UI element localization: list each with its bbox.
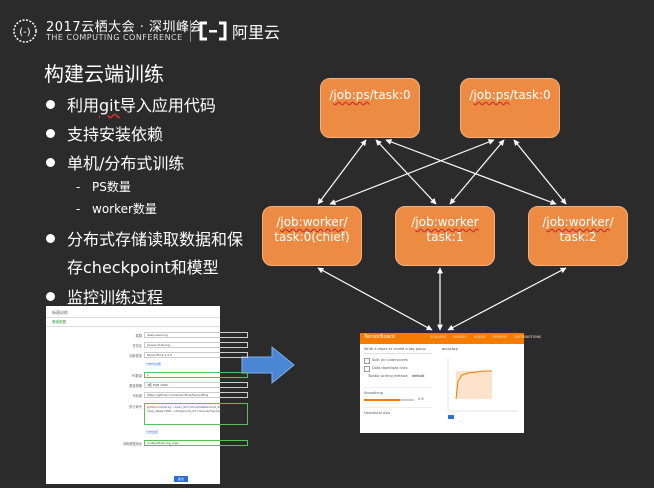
tab-distributions[interactable]: DISTRIBUTIONS — [514, 335, 542, 339]
bullet-dot — [46, 158, 55, 167]
split-underscores-checkbox[interactable] — [364, 358, 370, 364]
tab-images[interactable]: IMAGES — [453, 335, 467, 339]
aliyun-brand-name: 阿里云 — [232, 23, 281, 42]
tab-audio[interactable]: AUDIO — [473, 335, 486, 339]
sub-bullet-ps-count: -PS数量 — [76, 180, 131, 194]
bullet-distributed-storage: 分布式存储读取数据和保 — [46, 226, 243, 250]
sub-bullet-worker-count: -worker数量 — [76, 202, 157, 216]
tensorboard-toolbar: TensorBoard SCALARS IMAGES AUDIO GRAPHS … — [360, 333, 541, 344]
ps-node-0: /job:ps/task:0 — [320, 78, 420, 138]
form-command-textarea[interactable]: python mnist.py --train_dir=/cloud/data/… — [144, 403, 248, 425]
bullet-git-import: 利用git导入应用代码 — [46, 92, 216, 116]
form-title: 新建训练 — [52, 310, 68, 315]
form-field-label: 训练数据地址 — [122, 442, 142, 446]
data-download-label: Data download links — [372, 366, 408, 370]
data-download-checkbox[interactable] — [364, 366, 370, 372]
slide-title: 构建云端训练 — [44, 62, 164, 86]
tooltip-sorting-label: Tooltip sorting method: — [368, 374, 409, 378]
form-field-input[interactable]: /output/training_logs — [144, 440, 248, 446]
edge-ps1-worker2 — [513, 139, 567, 205]
tensorboard-screenshot: TensorBoard SCALARS IMAGES AUDIO GRAPHS … — [360, 333, 541, 433]
smoothing-value[interactable]: 0.6 — [418, 397, 424, 401]
form-field-label: 集群 — [135, 334, 142, 338]
form-field-input[interactable]: 4核 8GB 1GPU — [144, 382, 248, 388]
worker-node-2: /job:worker/ task:2 — [528, 206, 628, 266]
edge-ps1-worker1 — [449, 139, 505, 205]
bullet-dependencies: 支持安装依赖 — [46, 121, 163, 145]
form-field-label: 训练框架 — [129, 354, 142, 358]
bullet-distributed-storage-line2: 存checkpoint和模型 — [67, 258, 219, 277]
ps-node-1: /job:ps/task:0 — [460, 78, 560, 138]
chart-title: accuracy — [442, 347, 458, 351]
form-field-label: 执行命令 — [129, 405, 142, 409]
yunqi-logo-icon: (-) — [13, 19, 37, 43]
tensorboard-tabs: SCALARS IMAGES AUDIO GRAPHS DISTRIBUTION… — [430, 335, 541, 339]
tensorboard-brand: TensorBoard — [364, 334, 395, 340]
tooltip-sorting-select[interactable]: default — [412, 374, 425, 378]
edge-ps0-worker1 — [375, 139, 437, 205]
form-field-label: 代码源 — [132, 394, 142, 398]
form-field-input[interactable]: person training — [144, 342, 248, 348]
tab-scalars[interactable]: SCALARS — [430, 335, 447, 339]
bullet-dot — [46, 234, 55, 243]
form-field-input[interactable]: TensorFlow 1.0.0 — [144, 352, 248, 358]
horizontal-axis-label: Horizontal Axis — [364, 411, 391, 415]
form-option-checkbox[interactable]: 分布式训练 — [146, 362, 162, 366]
bullet-dot — [46, 100, 55, 109]
tensorboard-chart-card: accuracy — [442, 347, 520, 427]
split-underscores-label: Split on underscores — [372, 358, 408, 362]
form-field-input[interactable]: https://github.com/tensorflow/tensorflow — [144, 392, 248, 398]
edge-worker0-tensorboard — [317, 267, 433, 331]
worker-node-1: /job:worker task:1 — [395, 206, 495, 266]
worker-node-0: /job:worker/ task:0(chief) — [262, 206, 362, 266]
form-field-label: 数量规格 — [129, 384, 142, 388]
svg-text:(-): (-) — [19, 27, 31, 38]
form-tab-basic[interactable]: 基础配置 — [52, 320, 66, 324]
header-divider — [190, 20, 191, 42]
form-field-input[interactable]: 1 — [144, 372, 248, 378]
right-arrow-icon — [241, 345, 295, 385]
conference-title: 2017云栖大会 · 深圳峰会 — [46, 20, 203, 35]
tensorboard-search-input[interactable]: Write a regex to create a tag group — [364, 347, 426, 351]
conference-subtitle: THE COMPUTING CONFERENCE — [46, 33, 183, 42]
smoothing-label: Smoothing — [364, 391, 383, 395]
aliyun-logo-icon — [199, 21, 227, 41]
edge-worker2-tensorboard — [447, 267, 567, 331]
form-option-checkbox[interactable]: 日志监控 — [146, 430, 159, 434]
accuracy-plot — [447, 359, 518, 419]
tab-graphs[interactable]: GRAPHS — [492, 335, 507, 339]
bullet-training-mode: 单机/分布式训练 — [46, 150, 184, 174]
bullet-dot — [46, 292, 55, 301]
submit-button[interactable]: 提交 — [174, 476, 188, 482]
bullet-dot — [46, 129, 55, 138]
edge-ps0-worker0 — [317, 139, 367, 205]
form-field-label: PS数量 — [131, 374, 142, 378]
tensorboard-sidebar: Write a regex to create a tag group Spli… — [364, 347, 434, 431]
bullet-monitor-training: 监控训练过程 — [46, 284, 163, 308]
form-field-label: 任务名 — [132, 344, 142, 348]
form-field-input[interactable]: deep learning — [144, 332, 248, 338]
smoothing-slider[interactable] — [364, 399, 400, 401]
